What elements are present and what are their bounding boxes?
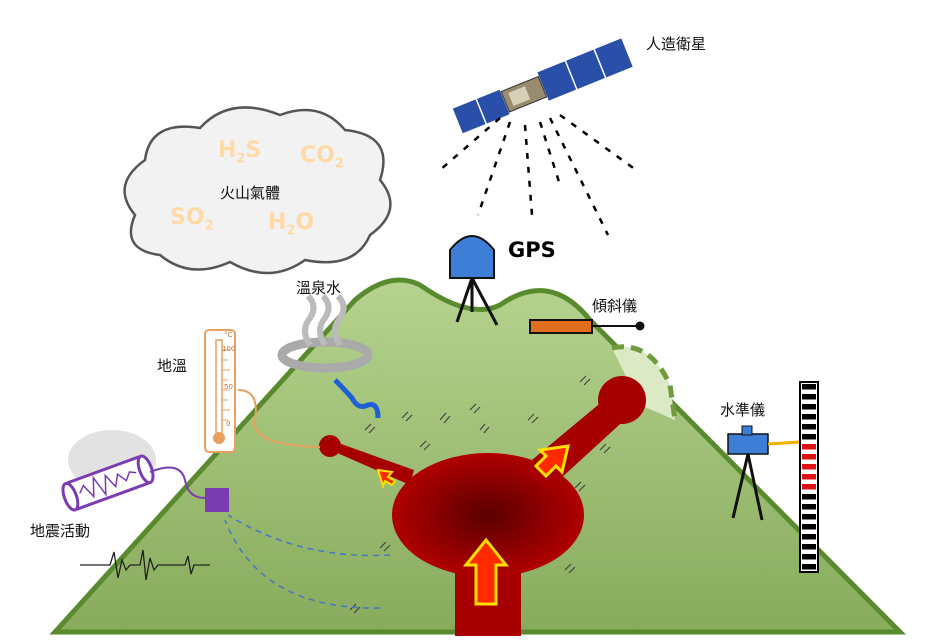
thermometer-unit: °C — [224, 331, 233, 339]
gas-h2o: H2O — [268, 210, 315, 239]
staff-stripe — [802, 464, 816, 470]
gas-cloud-icon — [123, 106, 392, 275]
staff-stripe — [802, 444, 816, 450]
crack-marks — [349, 375, 611, 614]
staff-stripe — [802, 514, 816, 520]
staff-stripe — [802, 544, 816, 550]
staff-stripe — [802, 484, 816, 490]
magma-diagonal-arrow — [533, 444, 570, 479]
staff-stripe — [802, 504, 816, 510]
staff-stripe — [802, 404, 816, 410]
satellite-icon — [450, 36, 635, 136]
magma-small-arrow — [376, 468, 397, 489]
leveling-staff — [799, 381, 819, 573]
thermometer-tick-100: 100 — [222, 345, 236, 353]
staff-stripe — [802, 474, 816, 480]
hot-spring-icon — [277, 293, 381, 419]
thermometer-tick-0: 0 — [226, 420, 231, 428]
staff-stripe — [802, 554, 816, 560]
thermometer-icon — [204, 329, 321, 453]
label-leveling: 水準儀 — [720, 401, 766, 419]
label-satellite: 人造衛星 — [646, 35, 707, 53]
label-tiltmeter: 傾斜儀 — [592, 297, 638, 315]
staff-stripe — [802, 564, 816, 570]
staff-stripe — [802, 384, 816, 390]
staff-stripe — [802, 454, 816, 460]
gas-so2: SO2 — [170, 205, 214, 234]
label-ground-temp: 地溫 — [157, 357, 188, 375]
staff-stripe — [802, 424, 816, 430]
label-seismic: 地震活動 — [30, 522, 91, 540]
staff-stripe — [802, 434, 816, 440]
gas-h2s: H2S — [218, 138, 262, 167]
label-volcanic-gas: 火山氣體 — [220, 184, 281, 202]
staff-stripe — [802, 494, 816, 500]
satellite-signal-lines — [439, 113, 637, 236]
staff-stripe — [802, 414, 816, 420]
gas-co2: CO2 — [300, 143, 344, 172]
label-hot-spring: 溫泉水 — [296, 279, 342, 297]
tiltmeter-icon — [529, 319, 645, 334]
staff-stripe — [802, 394, 816, 400]
label-gps: GPS — [508, 238, 556, 262]
staff-stripe — [802, 534, 816, 540]
staff-stripe — [802, 524, 816, 530]
seismometer-icon — [61, 430, 229, 512]
gps-receiver-icon — [449, 235, 499, 326]
seismic-paths — [224, 514, 391, 609]
leveling-instrument-icon — [727, 425, 801, 521]
magma-up-arrow — [462, 537, 510, 606]
seismic-waveform — [80, 549, 210, 581]
thermometer-tick-50: 50 — [224, 383, 233, 391]
